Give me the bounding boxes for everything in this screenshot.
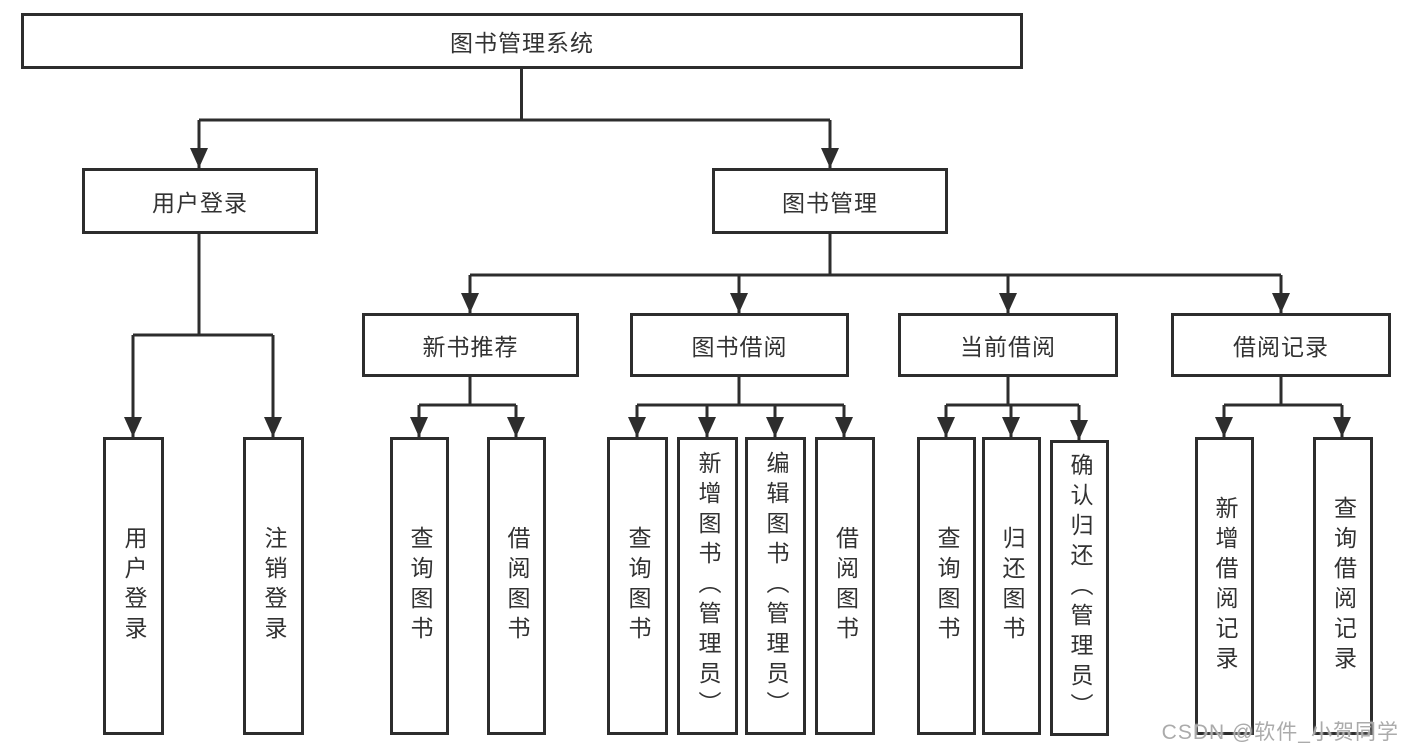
leaf-edit-books-admin: 编辑图书（管理员） [745, 437, 806, 735]
edge-book-borrowing-to-leaves [628, 377, 853, 437]
node-label: 新增图书（管理员） [695, 451, 721, 721]
node-label: 编辑图书（管理员） [763, 451, 789, 721]
leaf-confirm-return-admin: 确认归还（管理员） [1050, 440, 1109, 736]
node-label: 用户登录 [121, 526, 147, 646]
node-label: 查询图书 [625, 526, 651, 646]
node-borrowing-records: 借阅记录 [1171, 313, 1391, 377]
node-label: 借阅图书 [832, 526, 859, 646]
node-label: 借阅图书 [504, 526, 530, 646]
leaf-query-books: 查询图书 [390, 437, 449, 735]
node-user-login: 用户登录 [82, 168, 318, 234]
leaf-query-borrow-record: 查询借阅记录 [1313, 437, 1373, 735]
node-label: 借阅记录 [1233, 334, 1329, 360]
node-label: 查询图书 [407, 526, 433, 646]
leaf-add-books-admin: 新增图书（管理员） [677, 437, 738, 735]
node-label: 确认归还（管理员） [1067, 453, 1093, 723]
edge-current-borrowing-to-leaves [937, 377, 1088, 440]
node-new-book-recommendation: 新书推荐 [362, 313, 579, 377]
node-label: 查询图书 [934, 526, 960, 646]
edge-user-login-to-leaves [124, 234, 282, 437]
edge-root-to-level1 [190, 69, 839, 168]
leaf-return-books: 归还图书 [982, 437, 1041, 735]
leaf-borrow-books: 借阅图书 [815, 437, 875, 735]
leaf-query-books: 查询图书 [917, 437, 976, 735]
node-label: 注销登录 [261, 526, 287, 646]
node-label: 图书管理 [782, 190, 878, 216]
node-library-management-system: 图书管理系统 [21, 13, 1023, 69]
node-label: 当前借阅 [960, 334, 1056, 360]
node-book-management: 图书管理 [712, 168, 948, 234]
edge-new-book-rec-to-leaves [410, 377, 525, 437]
csdn-watermark: CSDN @软件_小贺同学 [1161, 721, 1399, 744]
node-label: 新书推荐 [422, 334, 519, 360]
node-label: 图书借阅 [691, 334, 788, 360]
node-label: 新增借阅记录 [1212, 496, 1238, 676]
node-label: 查询借阅记录 [1330, 496, 1357, 676]
node-book-borrowing: 图书借阅 [630, 313, 849, 377]
leaf-add-borrow-record: 新增借阅记录 [1195, 437, 1254, 735]
node-label: 归还图书 [999, 526, 1025, 646]
edge-book-management-to-level3 [461, 234, 1290, 313]
leaf-query-books: 查询图书 [607, 437, 668, 735]
leaf-user-login: 用户登录 [103, 437, 164, 735]
node-label: 图书管理系统 [450, 30, 594, 56]
node-current-borrowing: 当前借阅 [898, 313, 1118, 377]
leaf-borrow-books: 借阅图书 [487, 437, 546, 735]
node-label: 用户登录 [152, 190, 248, 216]
edge-borrow-records-to-leaves [1215, 377, 1351, 437]
leaf-logout-login: 注销登录 [243, 437, 304, 735]
